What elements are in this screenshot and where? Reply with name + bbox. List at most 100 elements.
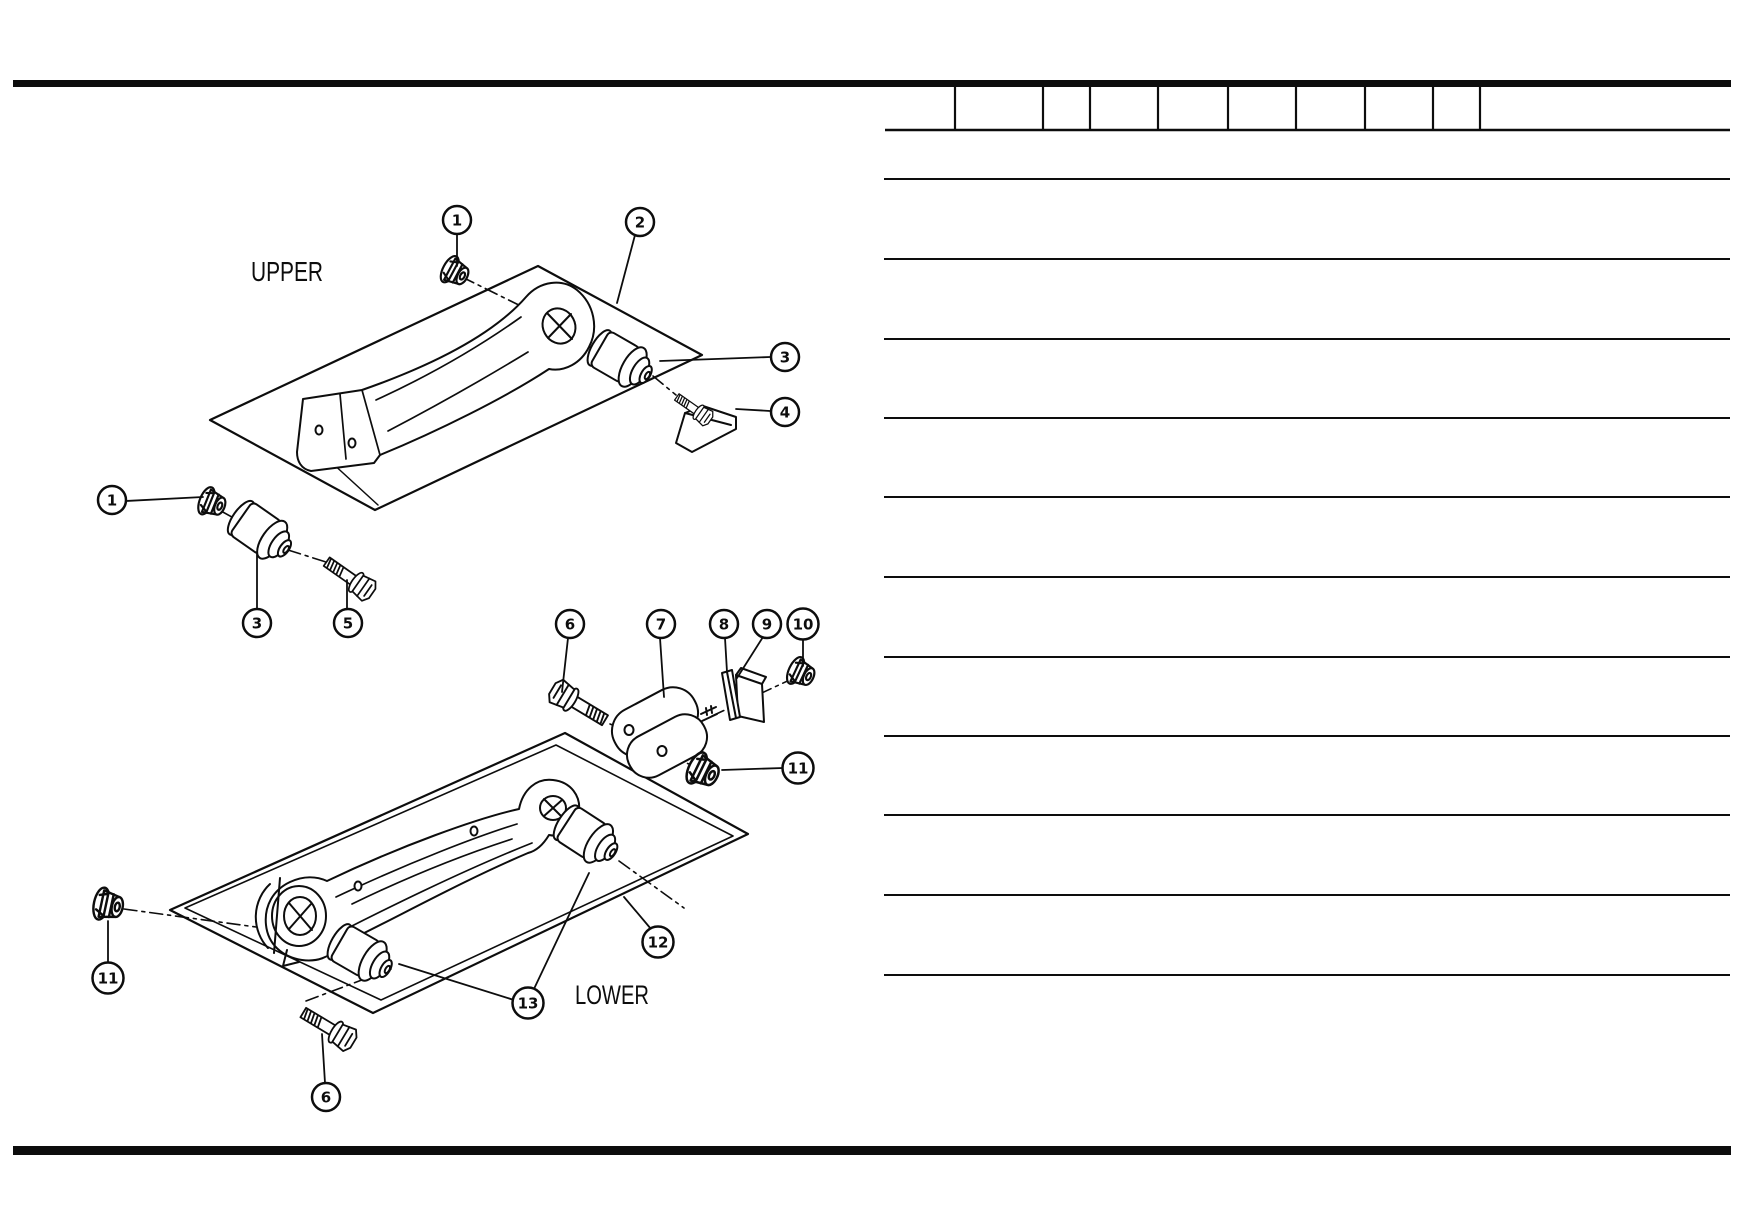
bottom-rule	[13, 1146, 1731, 1155]
ellipse-art	[469, 825, 479, 837]
path-art	[125, 496, 204, 502]
callout-number-12: 12	[648, 934, 669, 952]
parts-table-grid	[13, 80, 1731, 1155]
callout-number-3: 3	[780, 349, 790, 367]
path-art	[288, 902, 313, 931]
path-art	[652, 375, 677, 396]
lower-plate-inner-outline	[184, 744, 734, 1001]
callout-11-12: 11	[781, 751, 815, 785]
callout-1-0: 1	[441, 204, 473, 236]
top-rule	[13, 80, 1731, 87]
callout-circle-10	[786, 607, 820, 641]
callout-11-15: 11	[91, 961, 125, 995]
upper-diagram-label: UPPER	[251, 256, 323, 287]
lower-leader-lines	[107, 636, 804, 1084]
left-bolt	[318, 550, 380, 605]
callout-circle-6	[310, 1081, 342, 1113]
cam-nut	[782, 653, 821, 693]
path-art	[546, 312, 573, 340]
callout-12-13: 12	[641, 925, 675, 959]
upper-control-arm	[296, 281, 596, 472]
callout-circle-1	[96, 484, 128, 516]
path-art	[616, 234, 636, 304]
pivot-bolt-upper	[544, 676, 613, 733]
shim-plates	[721, 667, 767, 723]
path-art	[305, 968, 392, 1002]
callout-8-9: 8	[708, 608, 740, 640]
callout-number-6: 6	[321, 1089, 331, 1107]
path-art	[543, 798, 563, 818]
callout-number-4: 4	[780, 404, 790, 422]
callout-6-16: 6	[310, 1081, 342, 1113]
ellipse-art	[353, 880, 363, 892]
ellipse-art	[623, 724, 635, 736]
lower-arm-nut	[89, 884, 128, 926]
left-bushing	[220, 494, 302, 570]
callout-2-1: 2	[624, 206, 656, 238]
callout-13-14: 13	[511, 986, 545, 1020]
callout-number-2: 2	[635, 214, 645, 232]
path-art	[282, 949, 300, 967]
pivot-bolt-lower	[295, 1000, 361, 1055]
lower-plate-outline	[168, 731, 750, 1015]
path-art	[721, 767, 784, 771]
callout-circle-1	[441, 204, 473, 236]
rect-art	[625, 713, 709, 779]
callout-6-7: 6	[554, 608, 586, 640]
callout-number-8: 8	[719, 616, 729, 634]
callout-circle-5	[332, 607, 364, 639]
path-art	[264, 778, 581, 962]
callout-circle-8	[708, 608, 740, 640]
callout-3-5: 3	[241, 607, 273, 639]
lower-diagram-label: LOWER	[575, 980, 649, 1010]
callout-7-8: 7	[645, 608, 677, 640]
callout-number-1: 1	[452, 212, 462, 230]
callout-number-11: 11	[98, 970, 119, 988]
upper-assembly-drawing	[125, 233, 771, 610]
ellipse-art	[314, 424, 324, 436]
callout-number-11: 11	[788, 760, 809, 778]
path-art	[659, 356, 771, 362]
callout-number-7: 7	[656, 616, 666, 634]
path-art	[618, 860, 685, 909]
lower-control-arm	[254, 778, 581, 967]
path-art	[726, 671, 737, 719]
callout-3-2: 3	[769, 341, 801, 373]
lower-assembly-drawing	[89, 636, 821, 1084]
callout-circle-3	[769, 341, 801, 373]
callout-1-4: 1	[96, 484, 128, 516]
upper-plate-outline	[208, 264, 704, 512]
path-art	[532, 872, 590, 992]
path-art	[736, 636, 764, 679]
callout-circle-12	[641, 925, 675, 959]
callout-number-13: 13	[518, 995, 539, 1013]
callout-number-9: 9	[762, 616, 772, 634]
path-art	[735, 408, 771, 412]
path-art	[724, 637, 728, 673]
callout-circle-13	[511, 986, 545, 1020]
path-art	[659, 637, 665, 698]
callout-number-6: 6	[565, 616, 575, 634]
callout-circle-7	[645, 608, 677, 640]
callout-number-1: 1	[107, 492, 117, 510]
callout-9-10: 9	[751, 608, 783, 640]
callout-number-10: 10	[793, 616, 814, 634]
callout-circle-3	[241, 607, 273, 639]
left-arm-nut	[193, 483, 231, 523]
callout-circle-4	[769, 396, 801, 428]
callout-circle-11	[91, 961, 125, 995]
upper-arm-nut	[435, 252, 475, 293]
callout-circle-2	[624, 206, 656, 238]
callout-number-5: 5	[343, 615, 353, 633]
path-art	[339, 316, 529, 460]
callout-circle-9	[751, 608, 783, 640]
path-art	[321, 1033, 326, 1084]
path-art	[123, 908, 257, 928]
path-art	[398, 963, 515, 1001]
callout-4-3: 4	[769, 396, 801, 428]
callout-circle-6	[554, 608, 586, 640]
path-art	[623, 896, 652, 930]
